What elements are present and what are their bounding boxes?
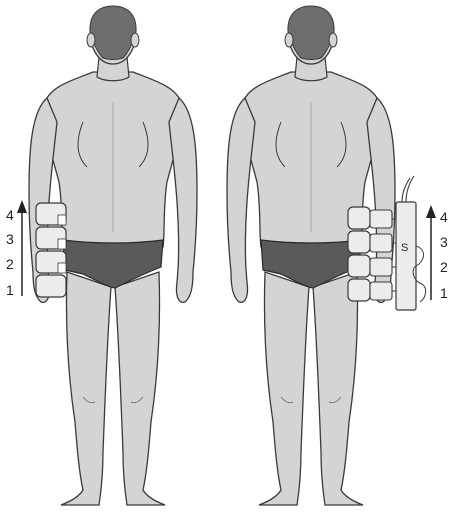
right-person-back-view <box>227 6 395 505</box>
right-sequence-arrow <box>426 205 436 300</box>
right-cuff-4 <box>348 207 370 229</box>
right-cuff-2 <box>348 255 370 277</box>
left-label-2: 2 <box>6 256 14 272</box>
left-label-4: 4 <box>6 207 14 223</box>
pump-device <box>392 176 426 310</box>
left-cuff-1 <box>36 275 66 297</box>
right-cuff-3 <box>348 231 370 253</box>
right-figure: S 4 3 2 1 <box>227 6 448 505</box>
left-sequence-arrow <box>17 200 27 296</box>
device-label: S <box>401 242 408 254</box>
right-label-3: 3 <box>440 234 448 250</box>
right-label-1: 1 <box>440 285 448 301</box>
right-label-4: 4 <box>440 209 448 225</box>
right-cuff-1 <box>348 279 370 301</box>
left-label-1: 1 <box>6 282 14 298</box>
tube-icon <box>406 176 414 202</box>
left-figure: 4 3 2 1 <box>6 6 197 505</box>
right-label-2: 2 <box>440 259 448 275</box>
left-label-3: 3 <box>6 231 14 247</box>
